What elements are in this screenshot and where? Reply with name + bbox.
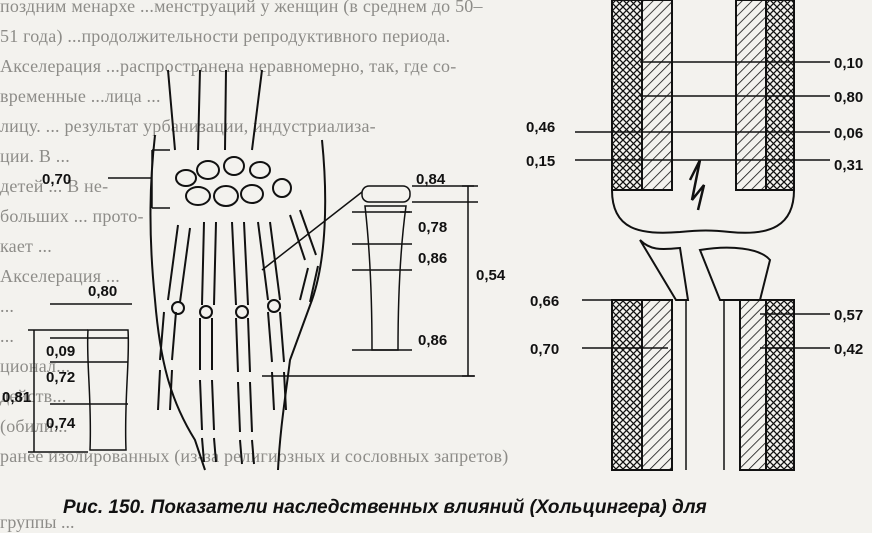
figure-caption: Рис. 150. Показатели наследственных влия…: [63, 497, 707, 518]
label-knee-l4: 0,70: [530, 341, 559, 358]
bg-line: Акселерация ...распространена неравномер…: [0, 56, 457, 76]
bg-line: поздним менархе ...менструаций у женщин …: [0, 0, 483, 16]
hand-labels: 0,70 0,84 0,78 0,86 0,54 0,86 0,80 0,09 …: [2, 171, 506, 432]
label-wrist: 0,70: [42, 171, 71, 188]
label-knee-l3: 0,66: [530, 293, 559, 310]
bg-line: 51 года) ...продолжительности репродукти…: [0, 26, 451, 46]
bg-line: Акселерация ...: [0, 266, 120, 286]
bg-line: ционал...: [0, 356, 71, 376]
label-knee-l1: 0,46: [526, 119, 555, 136]
bg-line: ции. В ...: [0, 146, 70, 166]
label-phalanx-mid: 0,86: [418, 250, 447, 267]
label-phalanx-base: 0,86: [418, 332, 447, 349]
figure-drawing: 0,70 0,84 0,78 0,86 0,54 0,86 0,80 0,09 …: [2, 0, 863, 471]
label-small-top: 0,80: [88, 283, 117, 300]
label-small-total: 0,81: [2, 389, 31, 406]
label-knee-r6: 0,42: [834, 341, 863, 358]
bg-line: временные ...лица ...: [0, 86, 161, 106]
label-knee-r1: 0,10: [834, 55, 863, 72]
bg-line: ...: [0, 326, 15, 346]
hand-skeleton: [149, 69, 327, 471]
label-phalanx-total: 0,54: [476, 267, 506, 284]
hand-leaders: [28, 149, 478, 453]
label-small-c: 0,74: [46, 415, 76, 432]
label-small-b: 0,72: [46, 369, 75, 386]
label-knee-r4: 0,31: [834, 157, 863, 174]
bg-line: ...: [0, 296, 15, 316]
knee-labels: 0,10 0,80 0,46 0,06 0,15 0,31 0,66 0,57 …: [526, 55, 863, 358]
bg-line: лицу. ... результат урбанизации, индустр…: [0, 116, 376, 136]
knee-drawing: [611, 0, 795, 471]
label-phalanx-upper: 0,78: [418, 219, 447, 236]
bg-bottom-line: группы ...: [0, 512, 75, 532]
knee-leaders: [575, 61, 830, 349]
bg-line: действ...: [0, 386, 67, 406]
bleed-through-text: поздним менархе ...менструаций у женщин …: [0, 0, 508, 466]
bg-line: детей ... В не-: [0, 176, 109, 196]
label-small-a: 0,09: [46, 343, 75, 360]
label-knee-r2: 0,80: [834, 89, 863, 106]
label-knee-l2: 0,15: [526, 153, 555, 170]
label-knee-r5: 0,57: [834, 307, 863, 324]
bg-line: больших ... прото-: [0, 206, 144, 226]
bg-line: кает ...: [0, 236, 52, 256]
label-phalanx-head: 0,84: [416, 171, 446, 188]
label-knee-r3: 0,06: [834, 125, 863, 142]
